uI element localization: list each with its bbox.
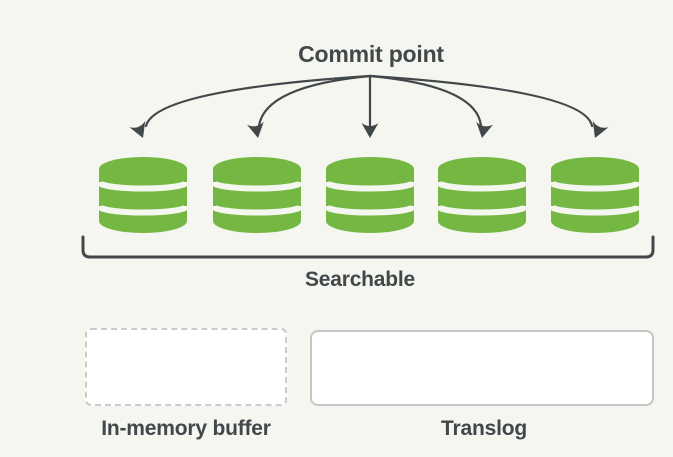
in-memory-buffer-label: In-memory buffer (101, 417, 271, 440)
database-cylinder-icon (548, 157, 642, 233)
segment-row (96, 157, 642, 233)
searchable-label: Searchable (304, 268, 416, 291)
in-memory-buffer-box (85, 328, 287, 406)
arrowhead-icon (361, 123, 379, 138)
translog-label: Translog (441, 417, 527, 440)
arrowhead-icon (247, 121, 264, 138)
arrow-outer-right (368, 74, 594, 128)
commit-fan-arrows (129, 74, 609, 138)
commit-point-label: Commit point (298, 41, 444, 67)
database-cylinder-icon (96, 157, 190, 233)
searchable-bracket (81, 235, 655, 259)
database-cylinder-icon (323, 157, 417, 233)
arrowhead-icon (592, 120, 609, 138)
database-cylinder-icon (210, 157, 304, 233)
arrow-outer-left (144, 74, 372, 128)
database-cylinder-icon (435, 157, 529, 233)
arrowhead-icon (129, 120, 146, 138)
translog-box (310, 330, 654, 406)
arrow-inner-left (257, 74, 372, 128)
arrowhead-icon (476, 121, 493, 138)
